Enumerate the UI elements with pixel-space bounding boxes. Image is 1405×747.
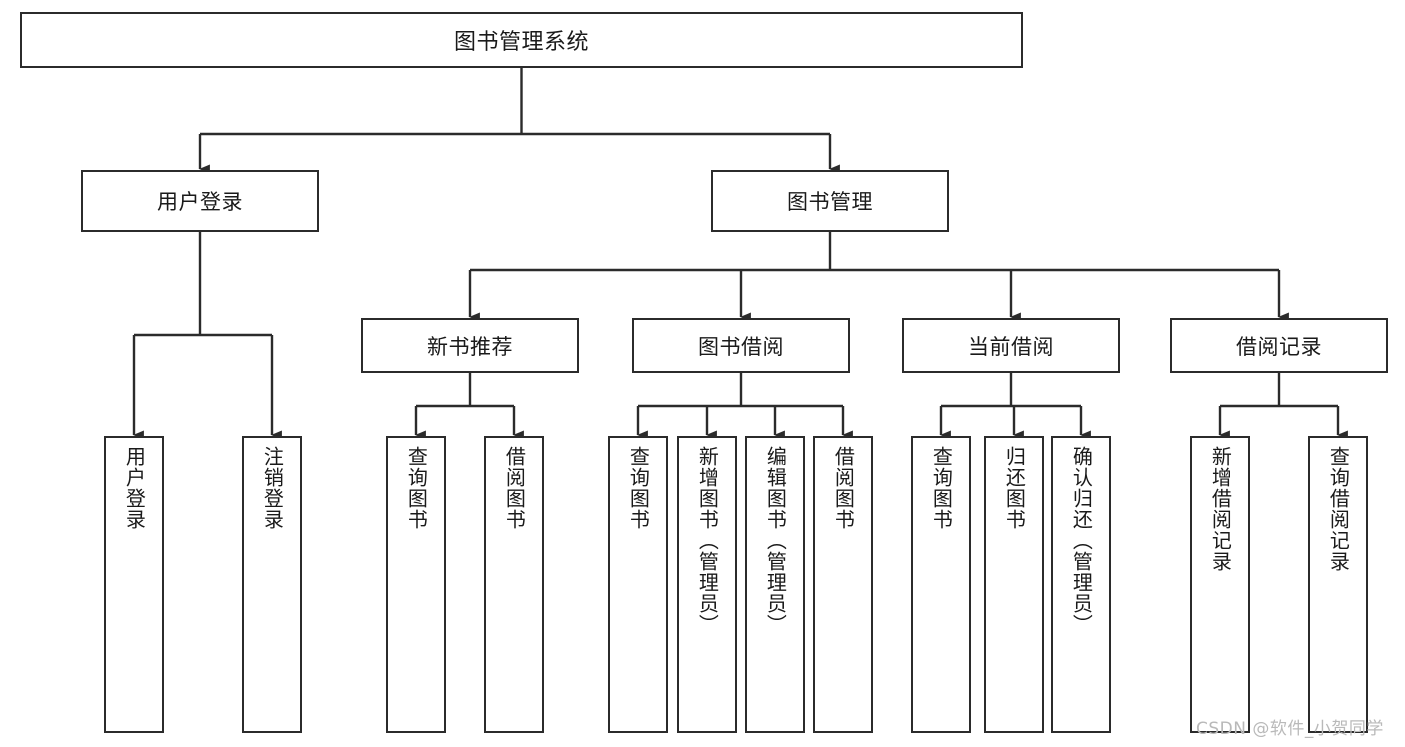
- node-label: 借阅图书: [502, 446, 527, 530]
- node-borrow[interactable]: 图书借阅: [632, 318, 850, 373]
- node-leaf-bor-1[interactable]: 查询图书: [608, 436, 668, 733]
- node-label: 图书管理系统: [453, 30, 589, 55]
- node-leaf-bor-4[interactable]: 借阅图书: [813, 436, 873, 733]
- node-label: 归还图书: [1002, 446, 1027, 530]
- node-label: 查询图书: [404, 446, 429, 530]
- node-label: 查询图书: [929, 446, 954, 530]
- node-label: 查询图书: [626, 446, 651, 530]
- node-label: 注销登录: [260, 446, 285, 530]
- node-label: 借阅记录: [1236, 334, 1322, 359]
- node-leaf-cur-3[interactable]: 确认归还（管理员）: [1051, 436, 1111, 733]
- node-label: 新增借阅记录: [1208, 446, 1233, 572]
- node-leaf-new-1[interactable]: 查询图书: [386, 436, 446, 733]
- node-leaf-cur-2[interactable]: 归还图书: [984, 436, 1044, 733]
- tree-edges: [132, 68, 1348, 440]
- node-label: 新书推荐: [427, 334, 513, 359]
- node-label: 新增图书（管理员）: [695, 446, 720, 635]
- csdn-watermark: CSDN @软件_小贺同学: [1196, 719, 1384, 739]
- node-label: 当前借阅: [968, 334, 1054, 359]
- node-label: 用户登录: [157, 190, 243, 214]
- node-label: 查询借阅记录: [1326, 446, 1351, 572]
- node-leaf-bor-2[interactable]: 新增图书（管理员）: [677, 436, 737, 733]
- node-label: 图书管理: [787, 190, 873, 214]
- node-current[interactable]: 当前借阅: [902, 318, 1120, 373]
- node-newbook[interactable]: 新书推荐: [361, 318, 579, 373]
- node-leaf-bor-3[interactable]: 编辑图书（管理员）: [745, 436, 805, 733]
- node-bookmgmt[interactable]: 图书管理: [711, 170, 949, 232]
- node-label: 图书借阅: [698, 334, 784, 359]
- node-leaf-login-1[interactable]: 用户登录: [104, 436, 164, 733]
- node-label: 编辑图书（管理员）: [763, 446, 788, 635]
- node-root[interactable]: 图书管理系统: [20, 12, 1023, 68]
- node-leaf-rec-1[interactable]: 新增借阅记录: [1190, 436, 1250, 733]
- node-leaf-new-2[interactable]: 借阅图书: [484, 436, 544, 733]
- node-label: 确认归还（管理员）: [1069, 446, 1094, 635]
- node-label: 借阅图书: [831, 446, 856, 530]
- node-leaf-login-2[interactable]: 注销登录: [242, 436, 302, 733]
- node-leaf-rec-2[interactable]: 查询借阅记录: [1308, 436, 1368, 733]
- node-records[interactable]: 借阅记录: [1170, 318, 1388, 373]
- node-login[interactable]: 用户登录: [81, 170, 319, 232]
- node-label: 用户登录: [122, 446, 147, 530]
- node-leaf-cur-1[interactable]: 查询图书: [911, 436, 971, 733]
